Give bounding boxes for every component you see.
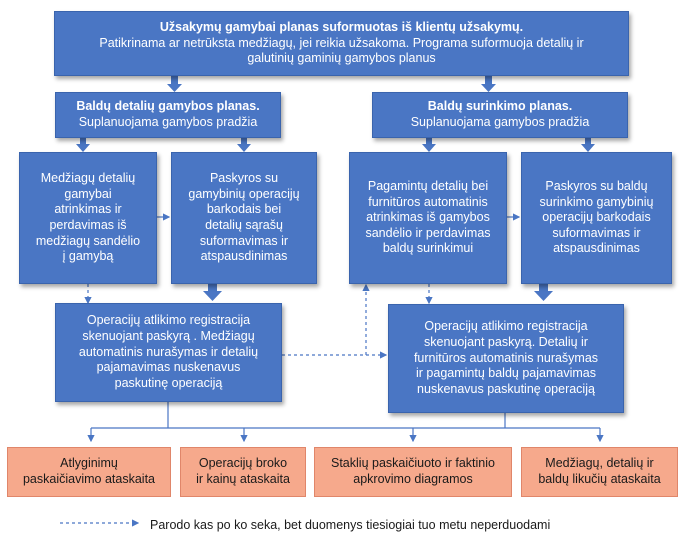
report-line: ir kainų ataskaita [196,472,290,486]
box-l2-line: atspausdinimas [200,249,288,264]
box-l1-line: perdavimas iš [49,218,127,232]
box-route-card-right: Paskyros su baldų surinkimo gamybinių op… [521,152,672,284]
registration-right-box: Operacijų atlikimo registracija skenuoja… [388,304,624,413]
top-order-plan-box: Užsakymų gamybai planas suformuotas iš k… [54,11,629,76]
reg-left-line: Operacijų atlikimo registracija [86,313,251,328]
report-line: Operacijų broko [198,456,288,471]
box-l1-line: Medžiagų detalių [40,171,136,186]
block-arrow-r2-to-reg [534,283,553,301]
box-l2-line: barkodais bei [206,202,282,217]
report-line: Medžiagų, detalių ir [545,456,654,471]
box-r1-line: atrinkimas iš gamybos [366,210,490,225]
box-l1-line: gamybai [64,186,112,201]
reg-left-line: skenuojant paskyrą . Medžiagų [82,329,255,344]
report-stock: Medžiagų, detalių ir baldų likučių atask… [521,447,678,497]
plan-right-sub: Suplanuojama gamybos pradžia [410,115,590,129]
box-l1-line: atrinkimas ir [54,202,122,217]
box-l2-line: Paskyros su [209,171,279,186]
dashed-arrow-reg-left-to-r1 [282,283,370,356]
box-r2-line: Paskyros su baldų [545,178,648,193]
box-l2-line: detalių sąrašų [205,218,283,232]
block-arrow-l2-to-reg [203,283,222,301]
reg-right-line: skenuojant paskyrą. Detalių ir [424,335,588,350]
plan-right-box: Baldų surinkimo planas. Suplanuojama gam… [372,92,628,138]
reg-right-line: nuskenavus paskutinę operaciją [417,381,595,396]
top-box-title: Užsakymų gamybai planas suformuotas iš k… [159,20,524,35]
reg-right-line: Operacijų atlikimo registracija [424,319,588,334]
box-material-selection: Medžiagų detalių gamybai atrinkimas ir p… [19,152,157,284]
report-line: baldų likučių ataskaita [538,472,661,486]
reg-left-line: paskutinę operaciją [114,375,223,390]
box-r2-line: suformavimas ir [552,225,641,240]
plan-left-box: Baldų detalių gamybos planas. Suplanuoja… [55,92,281,138]
block-arrow-plan-right-2 [581,138,595,152]
box-r2-line: surinkimo gamybinių [539,194,654,209]
block-arrow-top-left [167,76,182,92]
legend-text: Parodo kas po ko seka, bet duomenys ties… [150,518,551,532]
box-l2-line: suformavimas ir [199,233,289,248]
top-box-line-3: galutinių gaminių gamybos planus [247,51,436,66]
report-defects: Operacijų broko ir kainų ataskaita [180,447,306,497]
report-salary: Atlyginimų paskaičiavimo ataskaita [7,447,171,497]
block-arrow-plan-left-2 [237,138,251,152]
box-r1-line: baldų surinkimui [382,241,474,256]
block-arrow-top-right [481,76,496,92]
report-distribution-lines [87,402,604,443]
report-line: Atlyginimų [60,456,118,471]
report-line: Staklių paskaičiuoto ir faktinio [331,456,495,471]
block-arrow-plan-left-1 [76,138,90,152]
reg-left-line: automatinis nurašymas ir detalių [78,344,259,359]
box-r2-line: operacijų barkodais [542,210,651,225]
block-arrow-plan-right-1 [422,138,436,152]
box-r1-line: sandėlio ir perdavimas [365,225,491,240]
registration-left-box: Operacijų atlikimo registracija skenuoja… [55,303,282,402]
top-box-line-2: Patikrinama ar netrūksta medžiagų, jei r… [99,35,584,50]
report-line: paskaičiavimo ataskaita [22,472,155,486]
box-l1-line: į gamybą [62,249,114,264]
report-machine-load: Staklių paskaičiuoto ir faktinio apkrovi… [314,447,512,497]
box-l1-line: medžiagų sandėlio [35,233,141,248]
box-r2-line: atspausdinimas [553,241,640,256]
box-r1-line: furnitūros automatinis [368,194,488,209]
plan-left-sub: Suplanuojama gamybos pradžia [78,115,258,129]
box-l2-line: gamybinių operacijų [188,186,300,201]
box-parts-selection: Pagamintų detalių bei furnitūros automat… [349,152,507,284]
reg-right-line: ir pagamintų baldų pajamavimas [416,366,596,381]
box-route-card-left: Paskyros su gamybinių operacijų barkodai… [171,152,317,284]
plan-right-title: Baldų surinkimo planas. [427,99,573,114]
box-r1-line: Pagamintų detalių bei [367,178,489,193]
reg-left-line: pajamavimas nuskenavus [96,360,241,375]
plan-left-title: Baldų detalių gamybos planas. [76,99,260,114]
reg-right-line: furnitūros automatinis nurašymas [413,350,599,365]
report-line: apkrovimo diagramos [353,472,473,486]
